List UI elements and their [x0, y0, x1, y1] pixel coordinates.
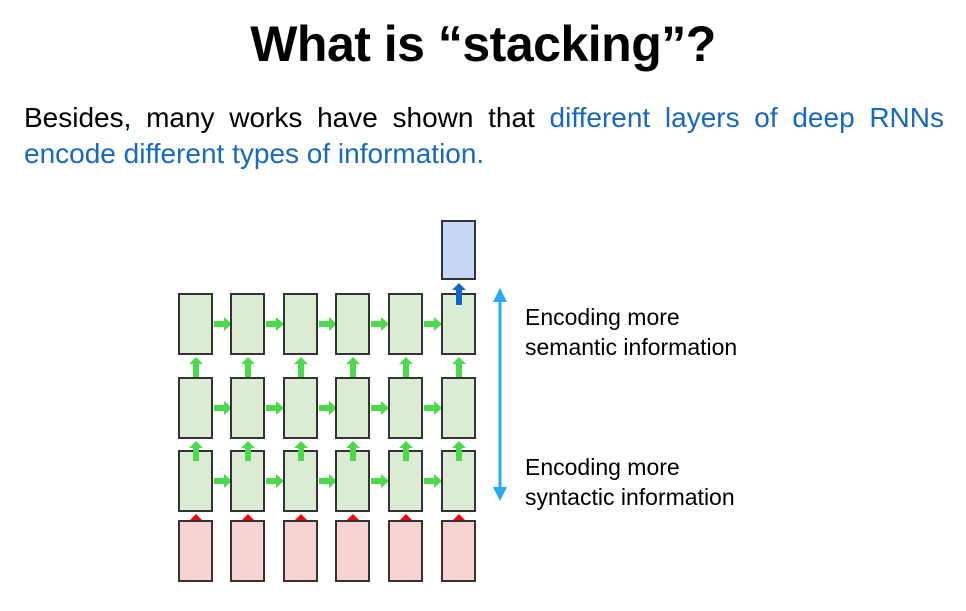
- hidden-state-cell: [388, 377, 423, 439]
- recurrent-arrow-right-icon: [214, 317, 232, 331]
- input-token-cell: [230, 520, 265, 582]
- hidden-state-cell: [441, 293, 476, 355]
- recurrent-arrow-right-icon: [424, 474, 442, 488]
- layer-up-arrow-icon: [188, 441, 203, 461]
- hidden-state-cell: [335, 293, 370, 355]
- label-semantic-line1: Encoding more: [525, 304, 680, 330]
- label-semantic-line2: semantic information: [525, 333, 738, 360]
- hidden-state-cell: [441, 377, 476, 439]
- recurrent-arrow-right-icon: [214, 474, 232, 488]
- recurrent-arrow-right-icon: [214, 401, 232, 415]
- hidden-state-cell: [283, 293, 318, 355]
- recurrent-arrow-right-icon: [424, 401, 442, 415]
- recurrent-arrow-right-icon: [371, 317, 389, 331]
- layer-up-arrow-icon: [398, 441, 413, 461]
- layer-up-arrow-icon: [293, 441, 308, 461]
- input-token-cell: [441, 520, 476, 582]
- layer-up-arrow-icon: [451, 357, 466, 377]
- recurrent-arrow-right-icon: [371, 401, 389, 415]
- hidden-state-cell: [283, 377, 318, 439]
- layer-up-arrow-icon: [240, 441, 255, 461]
- label-syntactic-line2: syntactic information: [525, 483, 735, 510]
- hidden-state-cell: [230, 377, 265, 439]
- recurrent-arrow-right-icon: [319, 401, 337, 415]
- input-token-cell: [388, 520, 423, 582]
- page-title: What is “stacking”?: [250, 16, 716, 72]
- input-token-cell: [283, 520, 318, 582]
- layer-up-arrow-icon: [293, 357, 308, 377]
- hidden-state-cell: [178, 293, 213, 355]
- layer-up-arrow-icon: [240, 357, 255, 377]
- label-syntactic-information: Encoding more syntactic information: [525, 453, 735, 513]
- hidden-state-cell: [230, 293, 265, 355]
- output-up-arrow-icon: [451, 283, 466, 305]
- hidden-state-cell: [178, 377, 213, 439]
- recurrent-arrow-right-icon: [319, 474, 337, 488]
- label-syntactic-line1: Encoding more: [525, 454, 680, 480]
- recurrent-arrow-right-icon: [266, 474, 284, 488]
- layer-up-arrow-icon: [345, 357, 360, 377]
- subtitle-lead-text: Besides, many works have shown that: [24, 102, 550, 133]
- recurrent-arrow-right-icon: [371, 474, 389, 488]
- subtitle-highlight-text: different layers of deep RNNs encode dif…: [24, 102, 945, 169]
- layer-up-arrow-icon: [345, 441, 360, 461]
- layer-up-arrow-icon: [188, 357, 203, 377]
- output-cell: [441, 220, 476, 280]
- layer-up-arrow-icon: [451, 441, 466, 461]
- recurrent-arrow-right-icon: [266, 401, 284, 415]
- subtitle-paragraph: Besides, many works have shown that diff…: [24, 100, 944, 172]
- input-token-cell: [178, 520, 213, 582]
- hidden-state-cell: [335, 377, 370, 439]
- input-token-cell: [335, 520, 370, 582]
- recurrent-arrow-right-icon: [266, 317, 284, 331]
- hidden-state-cell: [388, 293, 423, 355]
- label-semantic-information: Encoding more semantic information: [525, 303, 737, 363]
- information-gradient-arrow-icon: [493, 288, 507, 501]
- recurrent-arrow-right-icon: [424, 317, 442, 331]
- layer-up-arrow-icon: [398, 357, 413, 377]
- recurrent-arrow-right-icon: [319, 317, 337, 331]
